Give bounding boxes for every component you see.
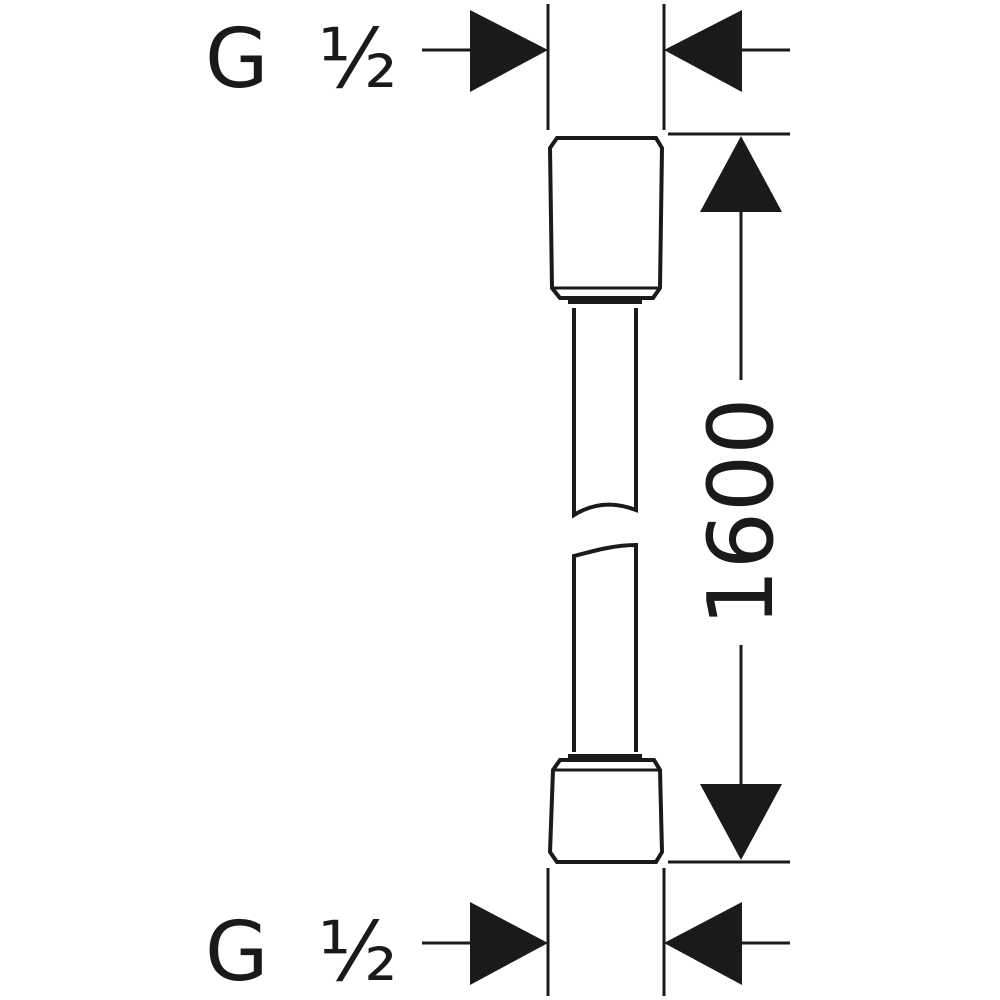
top-left-arrowhead (470, 10, 548, 92)
length-dimension: 1600 (668, 132, 794, 864)
top-fitting-nut (547, 136, 665, 300)
top-thread-size: ½ (318, 12, 397, 107)
upper-hose-segment (572, 308, 638, 519)
bottom-fitting-nut (547, 758, 665, 864)
top-thread-letter: G (205, 12, 269, 107)
hose-outline (547, 136, 665, 864)
bottom-thread-size: ½ (318, 905, 397, 1000)
length-value: 1600 (689, 397, 794, 626)
length-bottom-arrowhead (700, 784, 782, 860)
top-thread-dimension: G ½ (205, 4, 790, 130)
lower-hose-segment (572, 542, 638, 752)
bottom-thread-letter: G (205, 905, 269, 1000)
top-right-arrowhead (664, 10, 742, 92)
bottom-left-arrowhead (470, 902, 548, 985)
bottom-right-arrowhead (664, 902, 742, 985)
bottom-thread-dimension: G ½ (205, 868, 790, 1000)
length-top-arrowhead (700, 136, 782, 212)
